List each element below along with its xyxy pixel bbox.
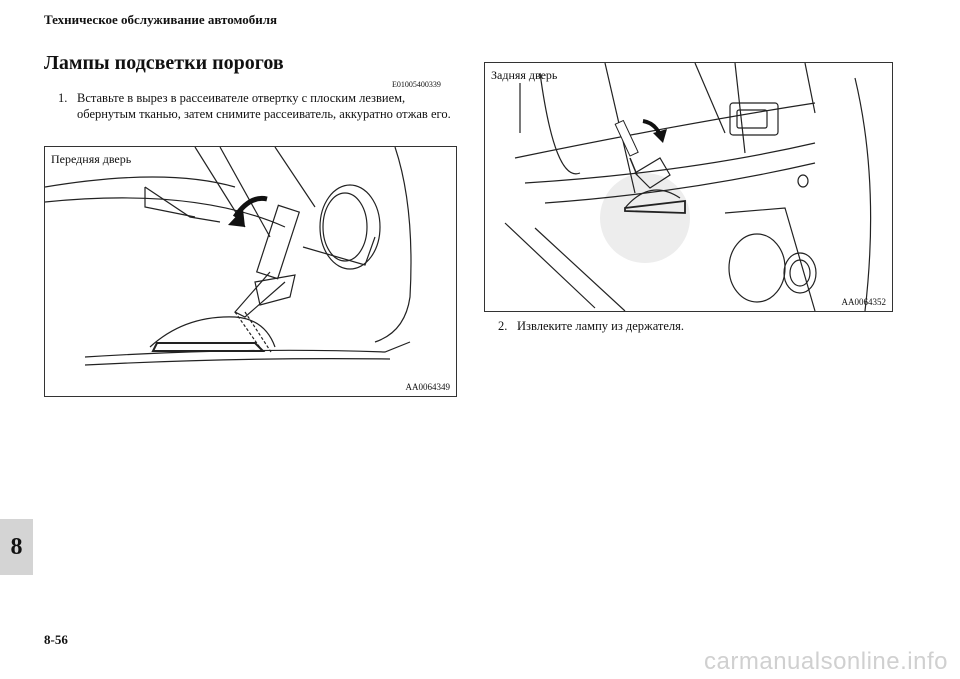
figure-code: AA0064349 xyxy=(405,382,451,392)
rear-door-illustration xyxy=(504,63,872,311)
chapter-tab: 8 xyxy=(0,519,33,575)
running-head: Техническое обслуживание автомобиля xyxy=(44,12,278,27)
figure-code: AA0064352 xyxy=(841,297,887,307)
step-number: 1. xyxy=(58,91,68,105)
step-text: Вставьте в вырез в рассеивателе отвертку… xyxy=(77,91,451,121)
figure-caption: Задняя дверь xyxy=(491,68,558,82)
watermark: carmanualsonline.info xyxy=(704,648,948,675)
section-code: E01005400339 xyxy=(392,80,441,89)
figure-caption: Передняя дверь xyxy=(51,152,132,166)
step-number: 2. xyxy=(498,319,508,333)
figure-rear-door: Задняя дверь AA0064352 xyxy=(484,62,893,312)
front-door-illustration xyxy=(45,147,412,366)
page-number: 8-56 xyxy=(44,632,68,647)
step-text: Извлеките лампу из держателя. xyxy=(517,319,685,333)
figure-front-door: Передняя дверь AA0064349 xyxy=(44,146,457,397)
section-title: Лампы подсветки порогов xyxy=(44,52,284,74)
